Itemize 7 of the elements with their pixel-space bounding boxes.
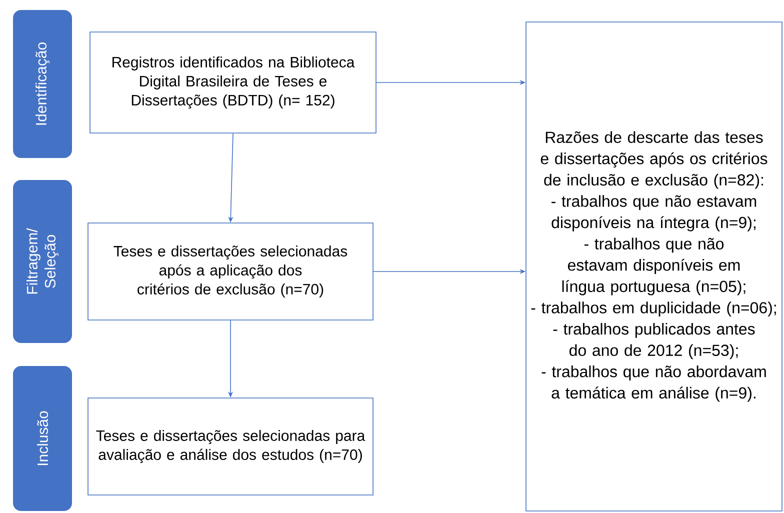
stage-band: Inclusão: [13, 366, 72, 511]
stage-band: Identificação: [13, 10, 72, 158]
process-box: Teses e dissertações selecionadas para avaliação e análise dos estudos (n=70): [88, 398, 374, 496]
process-box: Teses e dissertações selecionadas após a aplicação dos critérios de exclusão (n=70): [88, 222, 374, 320]
stage-band: Filtragem/ Seleção: [13, 180, 72, 343]
process-box: Registros identificados na Biblioteca Digital Brasileira de Teses e Dissertações (BDTD) (n= 152): [90, 32, 376, 134]
exclusion-box: Razões de descarte das teses e dissertações após os critérios de inclusão e exclusão (n=82): - trabalhos que não estavam disponíveis na íntegra (n=9); - trabalhos que não estavam disponíveis em língua portuguesa (n=05); - trabalhos em duplicidade (n=06); - trabalhos publicados antes do ano de 2012 (n=53); - trabalhos que não abordavam a temática em análise (n=9).: [526, 22, 782, 512]
